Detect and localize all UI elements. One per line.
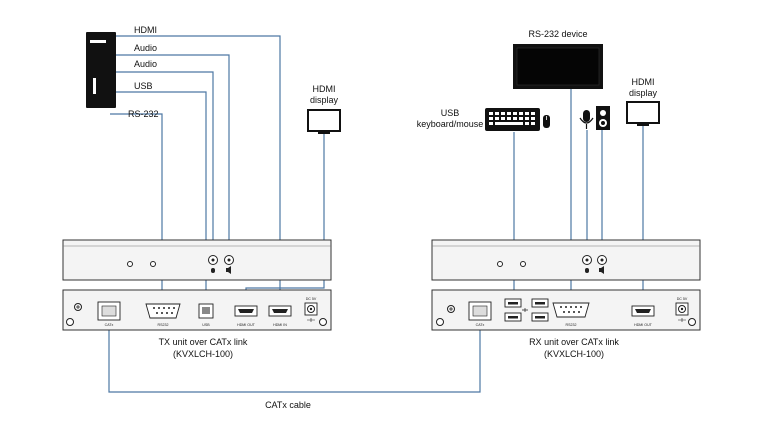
hdmi-out-port-rx: HDMI OUT	[631, 305, 655, 327]
mic-jack-tx	[208, 255, 218, 273]
port-label-rs232-rx: RS232	[566, 323, 577, 327]
catx-port-rx: CATx	[468, 301, 492, 327]
label-catx-cable: CATx cable	[265, 400, 311, 410]
label-audio-2: Audio	[134, 59, 157, 69]
port-label-catx-rx: CATx	[476, 323, 485, 327]
ground-icon	[447, 305, 455, 313]
catx-port-tx: CATx	[97, 301, 121, 327]
label-tx-unit-line1: TX unit over CATx link	[159, 337, 248, 347]
mic-jack-rx	[582, 255, 592, 273]
monitor-icon	[307, 109, 341, 134]
label-rx-unit-line1: RX unit over CATx link	[529, 337, 619, 347]
dc-port-rx: DC 5V	[675, 297, 689, 322]
tx-unit-rear-panel: CATx RS232 USB HDMI OUT HDMI IN DC 5	[62, 289, 332, 331]
speaker-jack-tx	[224, 255, 234, 274]
port-label-rs232-tx: RS232	[158, 323, 169, 327]
port-label-dc-rx: DC 5V	[677, 297, 688, 301]
keyboard-icon	[485, 108, 540, 131]
wire-audio-speaker	[116, 54, 230, 260]
port-label-usb-tx: USB	[202, 323, 210, 327]
rs232-device-monitor-icon	[513, 44, 603, 89]
microphone-icon	[579, 110, 594, 129]
label-rs232: RS-232	[128, 109, 159, 119]
hdmi-out-port-tx: HDMI OUT	[234, 305, 258, 327]
wire-usb	[116, 91, 207, 304]
label-usb-keyboard-line1: USB	[441, 108, 460, 118]
label-hdmi: HDMI	[134, 25, 157, 35]
monitor-icon	[626, 101, 660, 126]
port-label-hdmi-in-tx: HDMI IN	[273, 323, 287, 327]
wire-catx-cable	[108, 322, 481, 393]
tx-unit-front-panel	[62, 239, 332, 281]
ground-icon	[74, 303, 82, 311]
port-label-hdmi-out-rx: HDMI OUT	[634, 323, 653, 327]
dc-port-tx: DC 5V	[304, 297, 318, 322]
label-hdmi-display-rx-line1: HDMI	[632, 77, 655, 87]
port-label-hdmi-out-tx: HDMI OUT	[237, 323, 256, 327]
usb-symbol-icon	[522, 308, 528, 312]
label-audio-1: Audio	[134, 43, 157, 53]
rx-unit-rear-panel: CATx RS232 HDMI OUT	[431, 289, 701, 331]
pc-tower-icon	[86, 32, 116, 108]
usb-port-tx: USB	[198, 303, 214, 327]
port-label-dc-tx: DC 5V	[306, 297, 317, 301]
usb-ports-rx	[504, 298, 549, 322]
rx-unit-front-panel	[431, 239, 701, 281]
hdmi-in-port-tx: HDMI IN	[268, 305, 292, 327]
speaker-jack-rx	[597, 255, 607, 274]
rs232-port-rx: RS232	[552, 302, 590, 327]
wire-audio-mic	[116, 71, 214, 260]
label-usb-keyboard-line2: keyboard/mouse	[417, 119, 484, 129]
label-hdmi-display-tx-line2: display	[310, 95, 339, 105]
rs232-port-tx: RS232	[145, 303, 181, 327]
speaker-icon	[596, 106, 610, 130]
label-hdmi-display-rx-line2: display	[629, 88, 658, 98]
label-hdmi-display-tx-line1: HDMI	[313, 84, 336, 94]
port-label-catx-tx: CATx	[105, 323, 114, 327]
label-tx-unit-line2: (KVXLCH-100)	[173, 349, 233, 359]
wire-hdmi-in	[116, 35, 281, 304]
label-rx-unit-line2: (KVXLCH-100)	[544, 349, 604, 359]
label-rs232-device: RS-232 device	[528, 29, 587, 39]
mouse-icon	[543, 115, 550, 128]
label-usb: USB	[134, 81, 153, 91]
